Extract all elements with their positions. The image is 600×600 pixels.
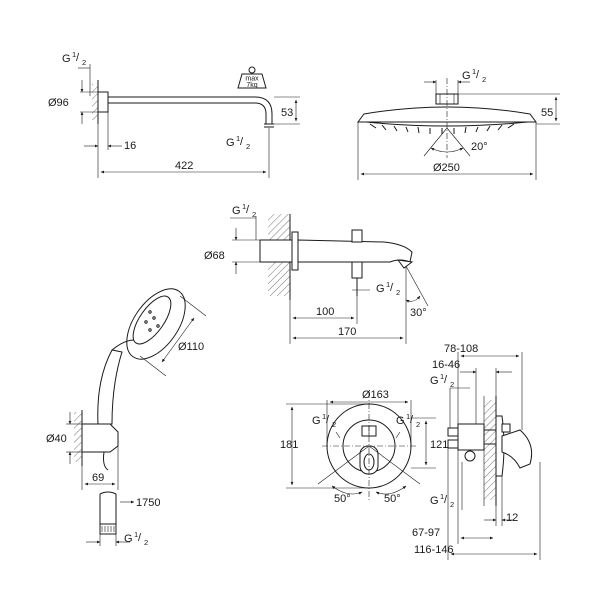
- mixer-side-thread-top-g: G: [430, 375, 439, 387]
- svg-text:/: /: [240, 136, 244, 148]
- head-thread-den: 2: [482, 75, 486, 84]
- hand-shower-head: [126, 288, 186, 360]
- mixer-angle-right: 50°: [384, 493, 401, 505]
- spout-angle: 30°: [410, 307, 427, 319]
- mixer-thread-right-num: 1: [406, 412, 410, 421]
- spout-rosette-diameter: Ø68: [204, 250, 225, 262]
- spout-length: 170: [338, 326, 356, 338]
- mixer-height: 181: [280, 439, 298, 451]
- arm-thread-outlet-g: G: [226, 137, 235, 149]
- mixer-side-view: 78-108 16-46 G 1 / 2 G 1 / 2 12 67-97 11…: [412, 343, 541, 560]
- wall-hatch: [92, 84, 98, 120]
- valve-outlet: [464, 450, 476, 462]
- spout-thread-bottom-num: 1: [386, 280, 390, 289]
- arm-flange: [97, 91, 109, 113]
- wall-holder: [81, 423, 119, 453]
- spout-thread-top-num: 1: [242, 202, 246, 211]
- mixer-total-depth: 116-146: [414, 544, 454, 556]
- hand-spray-nozzles: [144, 310, 160, 332]
- mixer-angle-left: 50°: [334, 493, 351, 505]
- hand-shower-view: Ø110 Ø40 69 1750 G 1 / 2: [46, 288, 207, 547]
- mixer-side-thread-bottom-num: 1: [440, 492, 444, 501]
- mixer-thread-right-den: 2: [416, 420, 420, 429]
- shower-hose: [99, 491, 117, 535]
- mixer-thread-left-den: 2: [332, 420, 336, 429]
- weight-label-kg: 7kg: [246, 82, 257, 89]
- weight-label-max: max: [245, 76, 259, 83]
- arm-height: 53: [281, 107, 293, 119]
- svg-text:/: /: [444, 494, 448, 506]
- arm-length: 422: [175, 160, 193, 172]
- arm-thread-outlet-num: 1: [236, 134, 240, 143]
- head-spray-angle: 20°: [471, 141, 488, 153]
- mixer-install-depth: 78-108: [444, 343, 478, 355]
- mixer-rosette-diameter: Ø163: [362, 389, 389, 401]
- arm-flange-diameter: Ø96: [48, 97, 69, 109]
- hand-shower-handle: [97, 349, 123, 425]
- svg-text:/: /: [410, 414, 414, 426]
- spout-body: [297, 239, 413, 263]
- arm-tube-outer: [108, 96, 273, 124]
- mixer-side-thread-top-num: 1: [440, 372, 444, 381]
- hose-length: 1750: [136, 497, 160, 509]
- svg-text:/: /: [138, 532, 142, 544]
- svg-text:/: /: [444, 374, 448, 386]
- holder-diameter: Ø40: [46, 433, 67, 445]
- spout-thread-bottom-g: G: [376, 283, 385, 295]
- head-height: 55: [541, 107, 553, 119]
- hand-shower-diameter: Ø110: [178, 341, 204, 353]
- mixer-lever-side: [501, 429, 533, 469]
- valve-body: [457, 423, 485, 451]
- svg-text:/: /: [326, 414, 330, 426]
- mixer-body-depth: 67-97: [412, 527, 440, 539]
- mixer-outlet-spacing: 121: [430, 439, 448, 451]
- hose-thread-g: G: [124, 533, 133, 545]
- mixer-wall-hatch: [484, 400, 496, 500]
- arm-thread-top-den: 2: [82, 58, 86, 67]
- svg-text:/: /: [246, 204, 250, 216]
- valve-inlet-bottom: [447, 439, 459, 449]
- spout-thread-bottom-den: 2: [396, 288, 400, 297]
- bath-spout-view: G 1 / 2 Ø68 G 1 / 2 30° 100 170: [204, 202, 429, 344]
- weight-icon: max 7kg: [237, 66, 267, 89]
- arm-thread-top-num: 1: [72, 50, 76, 59]
- arm-flange-depth: 16: [124, 140, 136, 152]
- svg-text:/: /: [390, 282, 394, 294]
- head-shower-view: G 1 / 2 55 20° Ø250: [357, 67, 560, 180]
- mixer-wall-offset: 12: [506, 512, 518, 524]
- mixer-thread-right-g: G: [396, 415, 405, 427]
- arm-thread-top-g: G: [62, 53, 71, 65]
- mixer-thread-left-g: G: [312, 415, 321, 427]
- spray-nozzles: [369, 123, 515, 134]
- mixer-side-thread-bottom-g: G: [430, 495, 439, 507]
- spout-thread-top-g: G: [232, 205, 241, 217]
- spout-outlet-distance: 100: [316, 306, 334, 318]
- spout-thread-top-den: 2: [252, 210, 256, 219]
- svg-text:/: /: [76, 52, 80, 64]
- valve-inlet-top: [447, 427, 459, 437]
- hose-thread-num: 1: [134, 530, 138, 539]
- diverter-pull: [351, 261, 363, 279]
- shower-arm-view: max 7kg G 1 / 2 Ø96 53 16 G 1 / 2 42: [48, 50, 300, 178]
- mixer-thread-left-num: 1: [322, 412, 326, 421]
- arm-tube-inner: [108, 102, 267, 124]
- mixer-rough-depth: 16-46: [432, 359, 460, 371]
- mixer-front-view: Ø163 G 1 / 2 G 1 / 2 181 121 50° 50°: [280, 389, 448, 505]
- holder-depth: 69: [92, 472, 104, 484]
- svg-text:/: /: [476, 69, 480, 81]
- hose-thread-den: 2: [144, 538, 148, 547]
- mixer-side-thread-bottom-den: 2: [450, 500, 454, 509]
- head-diameter: Ø250: [433, 162, 460, 174]
- head-thread-num: 1: [472, 67, 476, 76]
- holder-wall-hatch: [74, 412, 82, 462]
- diverter-knob: [351, 229, 363, 243]
- spout-rosette: [291, 231, 299, 271]
- head-thread-g: G: [462, 70, 471, 82]
- arm-thread-outlet-den: 2: [246, 142, 250, 151]
- mixer-side-thread-top-den: 2: [450, 380, 454, 389]
